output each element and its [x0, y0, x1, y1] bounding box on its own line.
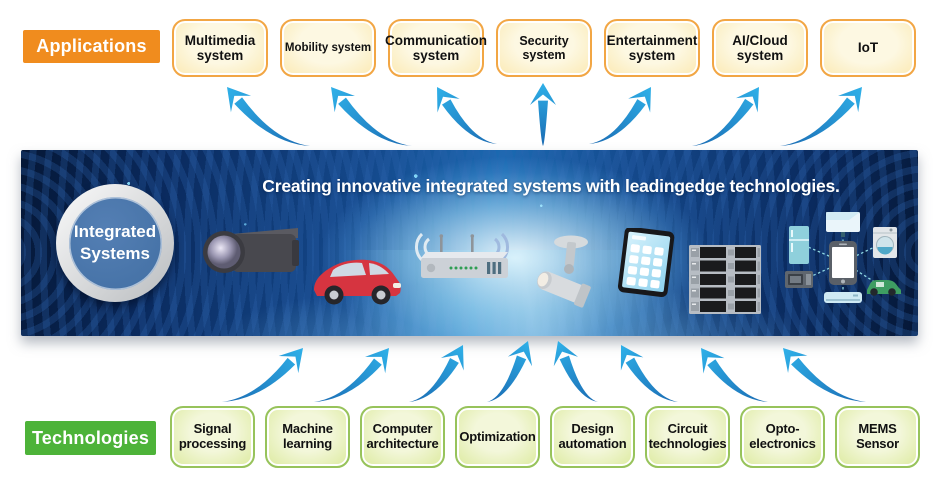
app-box-security: Security system	[496, 19, 592, 77]
badge-inner-circle: Integrated Systems	[68, 196, 162, 290]
camcorder-icon	[203, 228, 299, 273]
technologies-label: Technologies	[25, 421, 156, 455]
flow-arrow	[409, 345, 464, 402]
app-box-communication: Communication system	[385, 19, 488, 77]
tech-box-optimization: Optimization	[455, 406, 540, 468]
flow-arrow	[783, 348, 866, 402]
app-box-label: AI/Cloud system	[732, 32, 788, 63]
tech-box-machine-learning: Machine learning	[265, 406, 350, 468]
app-box-label: Entertainment system	[606, 32, 698, 63]
flow-arrow	[701, 348, 768, 402]
tech-box-label: Design automation	[558, 421, 627, 451]
tech-box-circuit-technologies: Circuit technologies	[645, 406, 730, 468]
tech-box-signal-processing: Signal processing	[170, 406, 255, 468]
app-box-mobility: Mobility system	[280, 19, 376, 77]
smartphone-icon	[829, 241, 857, 285]
microwave-icon	[785, 271, 813, 288]
tech-box-computer-architecture: Computer architecture	[360, 406, 445, 468]
integrated-systems-badge: Integrated Systems	[56, 184, 174, 302]
tech-box-opto-electronics: Opto-electronics	[740, 406, 825, 468]
tech-box-mems-sensor: MEMS Sensor	[835, 406, 920, 468]
tech-box-label: MEMS Sensor	[856, 421, 899, 451]
tech-box-label: Circuit technologies	[648, 421, 727, 451]
app-box-iot: IoT	[820, 19, 916, 77]
tech-box-label: Opto-electronics	[749, 421, 816, 451]
badge-text: Integrated Systems	[73, 221, 157, 263]
monitor-icon	[826, 212, 860, 237]
air-conditioner-icon	[824, 292, 862, 303]
flow-arrow	[692, 87, 759, 146]
flow-arrow	[227, 87, 310, 146]
banner-headline: Creating innovative integrated systems w…	[262, 176, 840, 196]
app-box-entertainment: Entertainment system	[604, 19, 700, 77]
tech-box-design-automation: Design automation	[550, 406, 635, 468]
tech-box-label: Computer architecture	[366, 421, 439, 451]
app-box-label: Security system	[519, 34, 569, 62]
integrated-systems-banner: Integrated Systems Creating innovative i…	[21, 150, 918, 336]
app-box-label: Multimedia system	[184, 32, 256, 63]
app-box-multimedia: Multimedia system	[172, 19, 268, 77]
car-icon	[314, 259, 401, 305]
app-box-ai-cloud: AI/Cloud system	[712, 19, 808, 77]
app-box-label: Communication system	[385, 32, 488, 63]
flow-arrow	[331, 87, 412, 146]
security-camera-icon	[537, 235, 591, 308]
flow-arrow	[553, 341, 598, 402]
flow-arrow	[314, 348, 389, 402]
tech-box-label: Machine learning	[282, 421, 333, 451]
tablet-icon	[618, 228, 675, 297]
app-box-label: Mobility system	[284, 41, 372, 54]
server-rack-icon	[689, 245, 761, 314]
washing-machine-icon	[873, 227, 897, 258]
flow-arrow	[620, 345, 678, 402]
app-box-label: IoT	[857, 40, 879, 56]
wireless-router-icon	[415, 232, 509, 278]
flow-arrow	[222, 348, 303, 402]
flow-arrow	[437, 87, 497, 144]
flow-arrow	[487, 341, 533, 402]
flow-arrow	[589, 87, 651, 144]
tech-box-label: Optimization	[459, 428, 536, 444]
tech-box-label: Signal processing	[178, 421, 247, 451]
flow-arrow	[530, 83, 556, 146]
refrigerator-icon	[789, 226, 809, 264]
smart-home-network-icon	[785, 212, 901, 303]
applications-label: Applications	[23, 30, 160, 63]
smart-car-icon	[867, 280, 901, 296]
flow-arrow	[780, 87, 862, 146]
